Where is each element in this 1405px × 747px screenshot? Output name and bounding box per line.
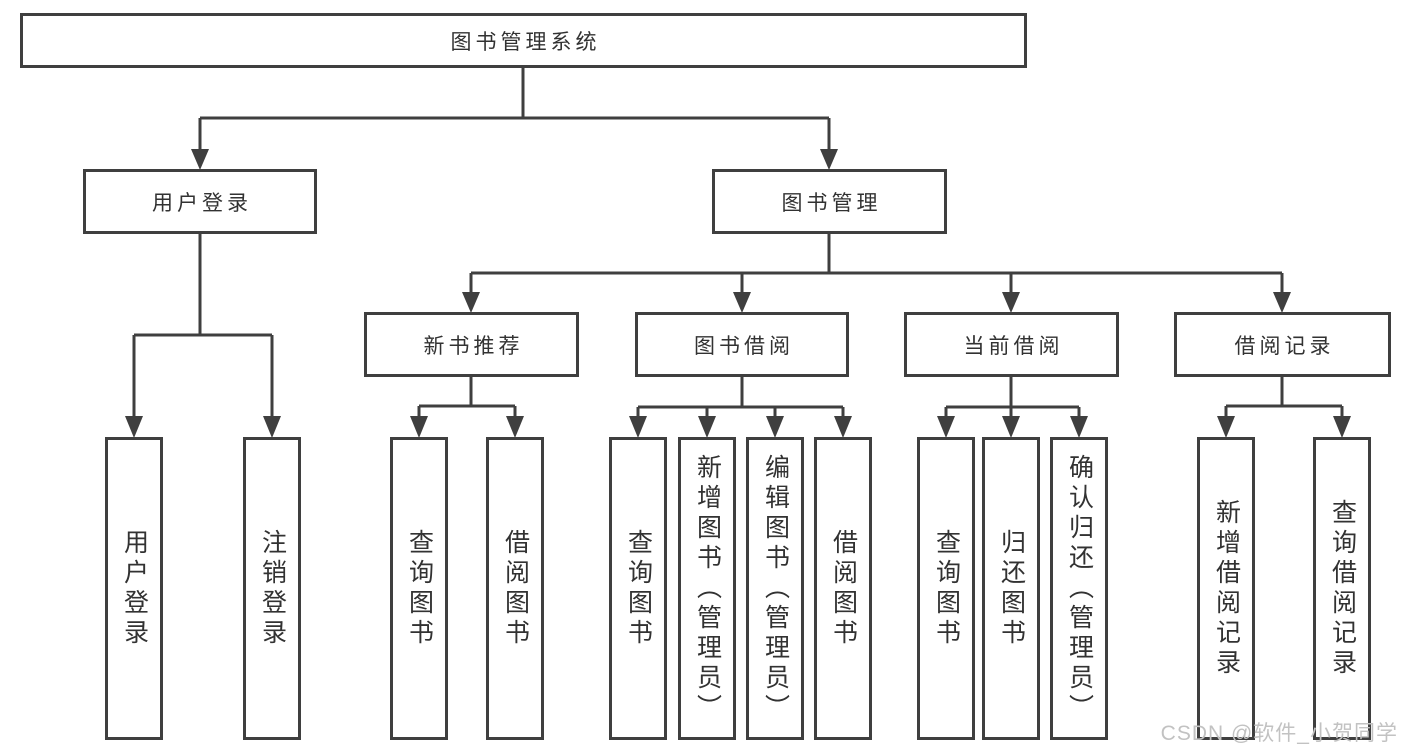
node-label: 新增图书（管理员） (693, 453, 722, 724)
leaf-bb-borrow-book: 借阅图书 (814, 437, 872, 740)
node-new-book-recommend: 新书推荐 (364, 312, 579, 377)
node-label: 新书推荐 (423, 334, 524, 358)
node-label: 查询图书 (405, 528, 434, 649)
node-label: 图书管理 (781, 191, 882, 215)
node-label: 用户登录 (120, 528, 149, 649)
leaf-cb-return-book: 归还图书 (982, 437, 1040, 740)
node-current-borrow: 当前借阅 (904, 312, 1119, 377)
leaf-bb-query-book: 查询图书 (609, 437, 667, 740)
leaf-cb-query-book: 查询图书 (917, 437, 975, 740)
leaf-logout: 注销登录 (243, 437, 301, 740)
csdn-watermark: CSDN @软件_小贺同学 (1160, 722, 1398, 745)
leaf-nbr-query-book: 查询图书 (390, 437, 448, 740)
node-label: 编辑图书（管理员） (761, 453, 790, 724)
leaf-bb-edit-book-admin: 编辑图书（管理员） (746, 437, 804, 740)
node-label: 查询图书 (624, 528, 653, 649)
node-label: 借阅图书 (501, 528, 530, 649)
node-user-login: 用户登录 (83, 169, 317, 234)
leaf-br-query-record: 查询借阅记录 (1313, 437, 1371, 740)
node-label: 图书管理系统 (450, 30, 601, 54)
node-label: 借阅记录 (1234, 334, 1335, 358)
node-label: 借阅图书 (829, 528, 858, 649)
node-label: 确认归还（管理员） (1065, 453, 1094, 724)
node-label: 当前借阅 (963, 334, 1064, 358)
node-book-borrow: 图书借阅 (635, 312, 849, 377)
node-label: 查询借阅记录 (1328, 498, 1357, 679)
leaf-br-add-record: 新增借阅记录 (1197, 437, 1255, 740)
node-label: 图书借阅 (694, 334, 794, 358)
node-book-management: 图书管理 (712, 169, 947, 234)
leaf-bb-add-book-admin: 新增图书（管理员） (678, 437, 736, 740)
node-borrow-records: 借阅记录 (1174, 312, 1391, 377)
node-label: 新增借阅记录 (1212, 498, 1241, 679)
node-label: 用户登录 (152, 191, 252, 215)
node-root: 图书管理系统 (20, 13, 1027, 68)
node-label: 归还图书 (997, 528, 1026, 649)
node-label: 查询图书 (932, 528, 961, 649)
leaf-cb-confirm-return-admin: 确认归还（管理员） (1050, 437, 1108, 740)
leaf-user-login: 用户登录 (105, 437, 163, 740)
leaf-nbr-borrow-book: 借阅图书 (486, 437, 544, 740)
node-label: 注销登录 (258, 528, 287, 649)
